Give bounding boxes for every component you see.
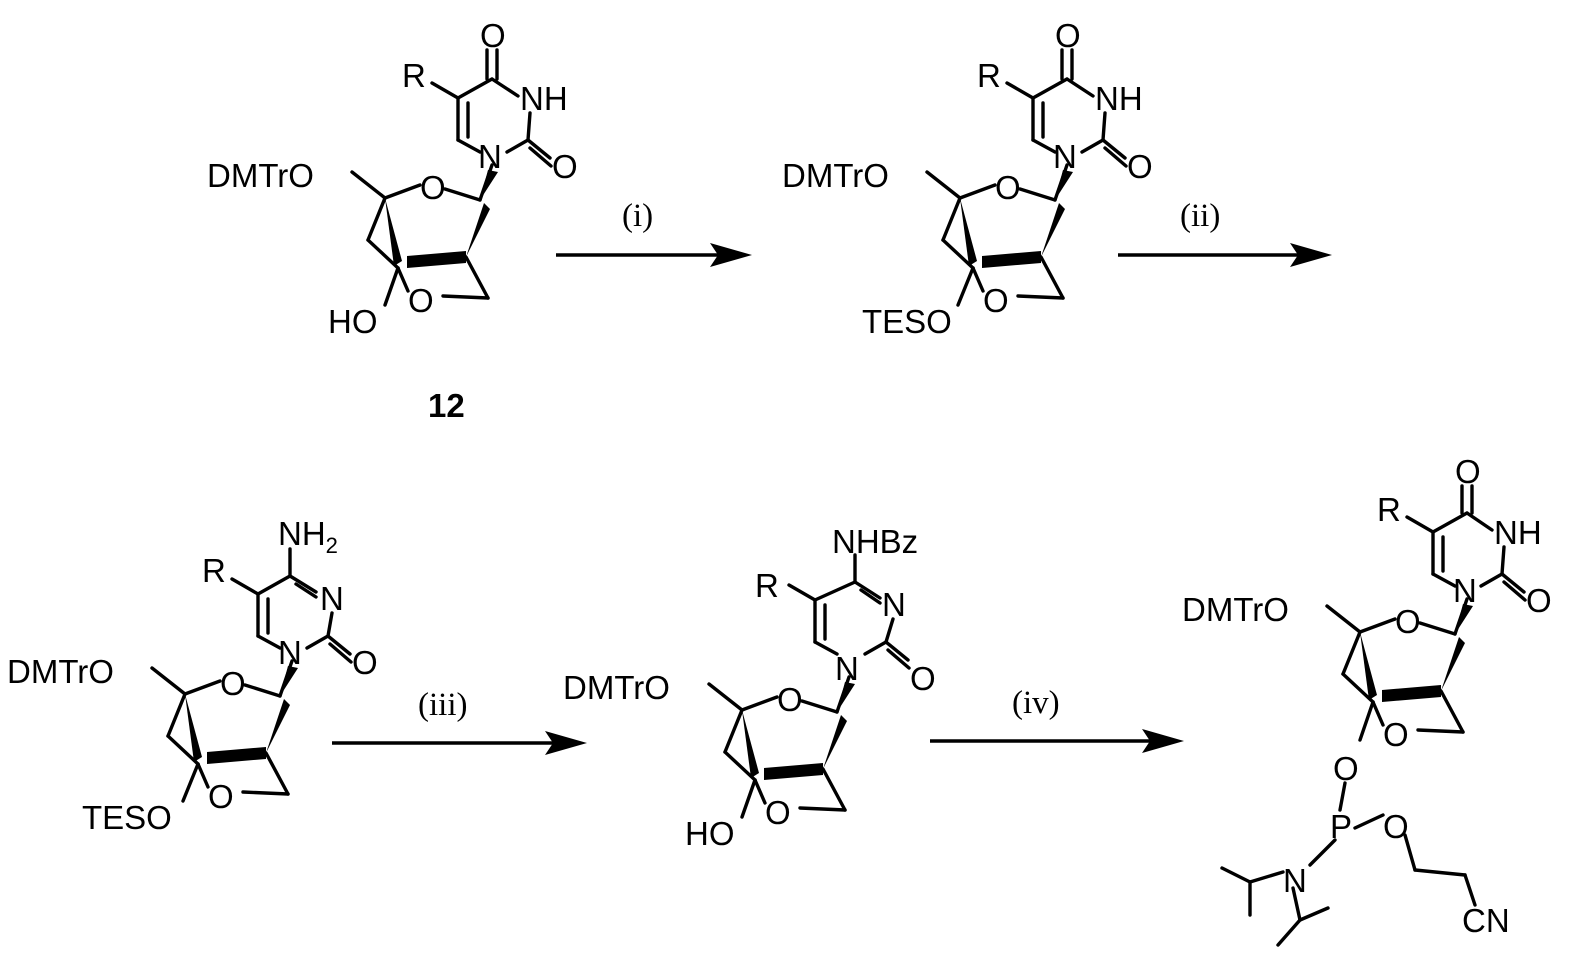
ring-o-label: O (777, 681, 803, 718)
carbonyl-o-side: O (1526, 582, 1552, 619)
r-substituent: R (202, 552, 226, 589)
carbonyl-o-top: O (480, 17, 506, 54)
dmtro-label: DMTrO (1182, 591, 1289, 628)
dmtro-label: DMTrO (563, 669, 670, 706)
nh-label: NH (1095, 80, 1143, 117)
carbonyl-o-side: O (352, 644, 378, 681)
carbonyl-o-side: O (552, 148, 578, 185)
hydroxyl-label: HO (328, 303, 378, 340)
ester-o-label: O (1383, 808, 1409, 845)
amine-n-label: N (1283, 862, 1307, 899)
bridge-o-label: O (983, 282, 1009, 319)
ring-o-label: O (995, 169, 1021, 206)
r-substituent: R (402, 57, 426, 94)
condition-i: (i) (622, 198, 653, 234)
carbonyl-o-side: O (1127, 148, 1153, 185)
n3-label: N (320, 580, 344, 617)
hydroxyl-label: HO (685, 815, 735, 852)
condition-ii: (ii) (1180, 198, 1220, 234)
phosphorus-label: P (1330, 808, 1352, 845)
dmtro-label: DMTrO (7, 653, 114, 690)
nh-label: NH (1494, 514, 1542, 551)
dmtro-label: DMTrO (207, 157, 314, 194)
bridge-o-label: O (208, 778, 234, 815)
teso-label: TESO (82, 799, 172, 836)
phosphite-o-label: O (1333, 750, 1359, 787)
bridge-o-label: O (1383, 716, 1409, 753)
condition-iv: (iv) (1012, 685, 1060, 721)
bridge-o-label: O (765, 794, 791, 831)
carbonyl-o-top: O (1055, 17, 1081, 54)
n1-label: N (278, 634, 302, 671)
amino-label: NH2 (278, 515, 338, 558)
nh-label: NH (520, 80, 568, 117)
n1-label: N (835, 650, 859, 687)
n-label: N (1453, 572, 1477, 609)
r-substituent: R (755, 567, 779, 604)
teso-label: TESO (862, 303, 952, 340)
benzamido-label: NHBz (832, 523, 918, 560)
r-substituent: R (977, 57, 1001, 94)
n-label: N (1053, 138, 1077, 175)
phosphoramidite-structure (1222, 486, 1525, 945)
ring-o-label: O (420, 169, 446, 206)
dmtro-label: DMTrO (782, 157, 889, 194)
bridge-o-label: O (408, 282, 434, 319)
ring-o-label: O (1395, 603, 1421, 640)
carbonyl-o-side: O (910, 660, 936, 697)
n-label: N (478, 138, 502, 175)
compound-label: 12 (428, 387, 465, 424)
n3-label: N (882, 586, 906, 623)
r-substituent: R (1377, 491, 1401, 528)
ring-o-label: O (220, 665, 246, 702)
nitrile-label: CN (1462, 902, 1510, 939)
carbonyl-o-top: O (1455, 453, 1481, 490)
condition-iii: (iii) (418, 687, 467, 723)
benzoyl-cytidine-structure (709, 555, 909, 817)
